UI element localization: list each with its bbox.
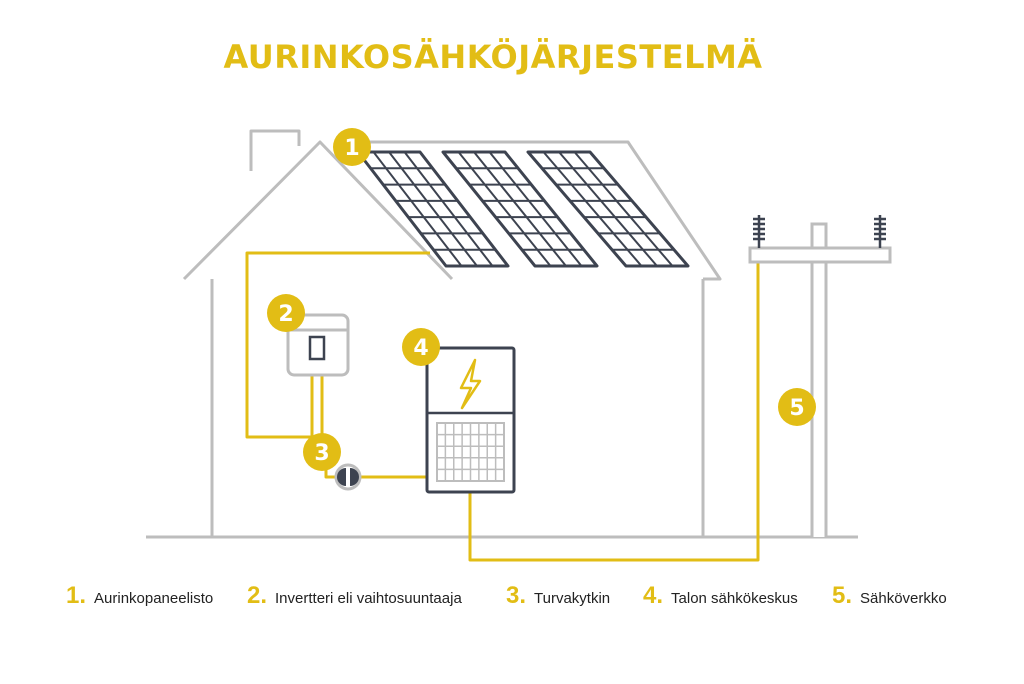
- insulator-right-icon: [874, 215, 886, 248]
- legend-item-1: 1. Aurinkopaneelisto: [66, 582, 213, 610]
- legend-number: 3.: [506, 582, 527, 609]
- house-roof-outline: [182, 140, 722, 281]
- panel-grid-line: [558, 151, 658, 267]
- utility-pole: [748, 215, 892, 537]
- wire-panel-to-grid: [468, 262, 760, 562]
- panel-grid-line: [388, 151, 478, 267]
- panel-grid-line: [403, 151, 494, 267]
- legend-label: Turvakytkin: [534, 590, 611, 607]
- wire-panels-to-switch: [245, 251, 430, 439]
- insulator-left-icon: [753, 215, 765, 248]
- panel-grid-line: [372, 151, 463, 267]
- inverter: [286, 313, 350, 377]
- badge-2: 2: [267, 294, 305, 332]
- breaker-grid: [436, 422, 505, 482]
- legend-number: 2.: [247, 582, 268, 609]
- legend-label: Sähköverkko: [860, 590, 947, 607]
- legend-label: Aurinkopaneelisto: [94, 590, 214, 607]
- svg-text:2: 2: [278, 302, 293, 327]
- legend-item-4: 4. Talon sähkökeskus: [643, 582, 798, 610]
- panel-grid-line: [542, 151, 643, 267]
- badge-1: 1: [333, 128, 371, 166]
- solar-panel-array: [356, 150, 690, 268]
- pole-crossarm: [748, 246, 892, 264]
- legend-item-3: 3. Turvakytkin: [506, 582, 610, 610]
- legend-number: 5.: [832, 582, 853, 609]
- badge-3: 3: [303, 433, 341, 471]
- legend-number: 1.: [66, 582, 87, 609]
- legend-number: 4.: [643, 582, 664, 609]
- panel-grid-line: [457, 151, 552, 267]
- house: [182, 129, 722, 537]
- distribution-board: [425, 346, 516, 494]
- inverter-display-icon: [308, 335, 326, 361]
- svg-text:4: 4: [413, 336, 428, 361]
- lightning-icon: [459, 358, 482, 410]
- svg-text:5: 5: [789, 396, 804, 421]
- house-walls: [210, 279, 705, 537]
- badge-5: 5: [778, 388, 816, 426]
- badge-4: 4: [402, 328, 440, 366]
- panel-grid-line: [488, 151, 583, 267]
- panel-grid-line: [473, 151, 567, 267]
- legend-label: Invertteri eli vaihtosuuntaaja: [275, 590, 462, 607]
- legend-item-5: 5. Sähköverkko: [832, 582, 947, 610]
- svg-text:3: 3: [314, 441, 329, 466]
- diagram-title: AURINKOSÄHKÖJÄRJESTELMÄ: [223, 38, 763, 76]
- panel-grid-line: [573, 151, 674, 267]
- svg-text:1: 1: [344, 136, 359, 161]
- chimney: [249, 129, 301, 171]
- safety-switch: [334, 463, 362, 491]
- legend-label: Talon sähkökeskus: [671, 590, 798, 607]
- legend-item-2: 2. Invertteri eli vaihtosuuntaaja: [247, 582, 462, 610]
